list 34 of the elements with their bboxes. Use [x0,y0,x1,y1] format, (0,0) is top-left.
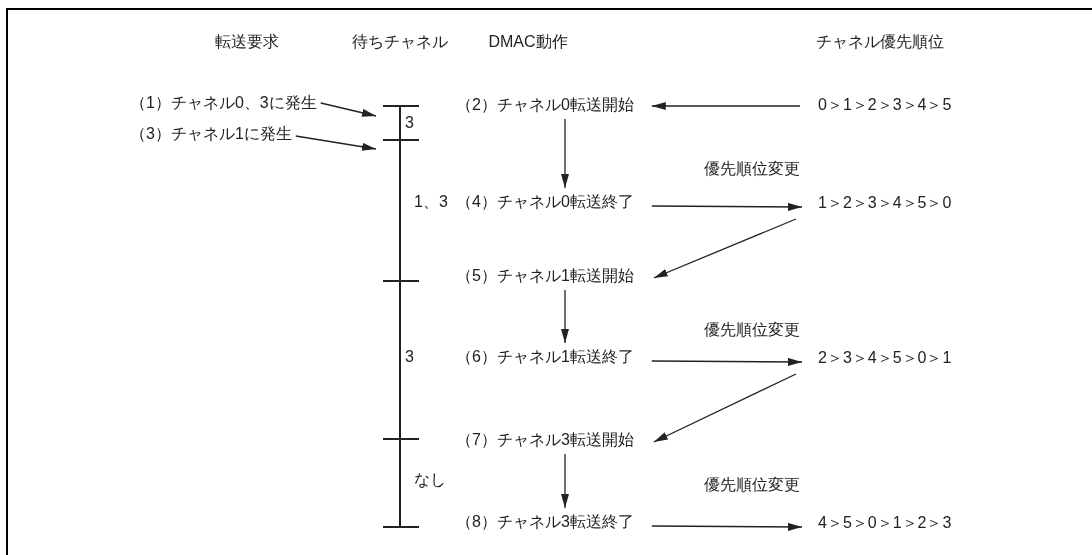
arrow [653,218,797,279]
dmac-step-text: （2）チャネル0転送開始 [456,97,634,113]
arrow [651,522,803,531]
column-heading: 待ちチャネル [352,34,448,50]
edge-label: 優先順位変更 [704,161,800,177]
dmac-step-text: （8）チャネル3転送終了 [456,514,634,530]
dmac-step-text: （6）チャネル1転送終了 [456,349,634,365]
arrow [320,102,377,117]
edge-label: 優先順位変更 [704,477,800,493]
arrow [295,135,377,151]
priority-order-text: 0＞1＞2＞3＞4＞5 [818,97,952,113]
waiting-channel-label: なし [414,472,446,488]
transfer-request-text: （3）チャネル1に発生 [130,126,292,142]
arrow [651,202,803,211]
arrow [561,118,569,189]
column-heading: チャネル優先順位 [816,34,944,50]
priority-order-text: 2＞3＞4＞5＞0＞1 [818,350,952,366]
arrow [651,357,803,366]
priority-order-text: 1＞2＞3＞4＞5＞0 [818,195,952,211]
waiting-channel-label: 3 [405,349,414,365]
waiting-channel-label: 1、3 [414,194,448,210]
dmac-step-text: （7）チャネル3転送開始 [456,432,634,448]
transfer-request-text: （1）チャネル0、3に発生 [130,95,317,111]
edge-label: 優先順位変更 [704,322,800,338]
arrow [651,102,801,110]
column-heading: 転送要求 [215,34,279,50]
priority-order-text: 4＞5＞0＞1＞2＞3 [818,515,952,531]
dmac-step-text: （4）チャネル0転送終了 [456,194,634,210]
waiting-channel-label: 3 [405,115,414,131]
arrow [561,289,569,344]
arrow [561,453,569,509]
arrow [653,373,797,443]
column-heading: DMAC動作 [488,34,568,50]
dmac-step-text: （5）チャネル1転送開始 [456,268,634,284]
